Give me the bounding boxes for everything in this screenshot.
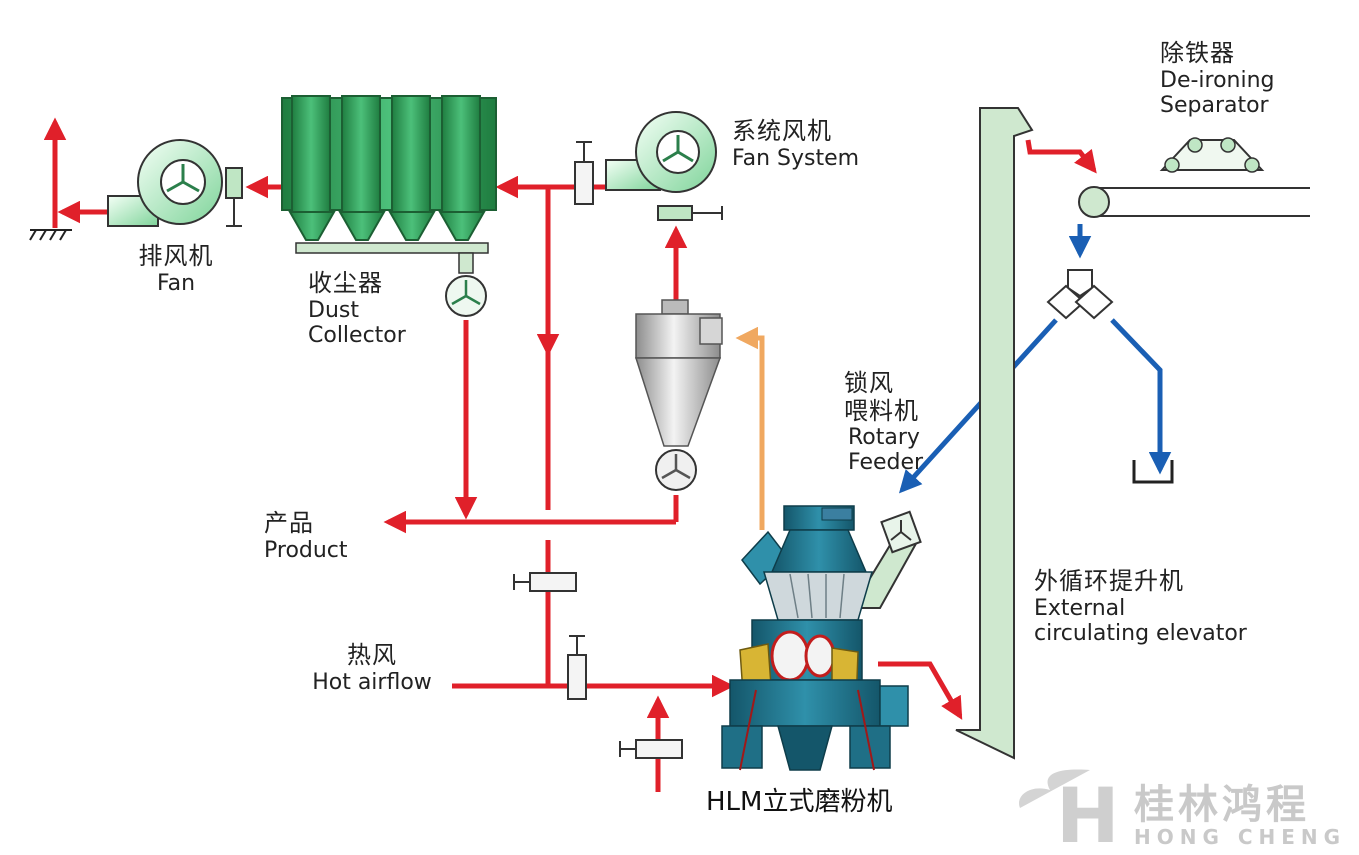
vertical-mill [721, 505, 909, 771]
valve-icons [513, 141, 683, 759]
deironing-label-en2: Separator [1160, 92, 1269, 118]
rotary-feeder [850, 510, 922, 609]
elevator-label: 外循环提升机 External circulating elevator [1034, 567, 1247, 646]
cyclone-separator [634, 299, 723, 491]
fan-system-label-en: Fan System [732, 145, 860, 171]
rotary-feeder-label-en2: Feeder [848, 450, 924, 476]
material-flow-lines [898, 224, 1172, 494]
dust-collector [281, 95, 497, 317]
rotary-feeder-label: 锁风 喂料机 Rotary Feeder [844, 369, 924, 476]
product-label-cn: 产品 [264, 509, 314, 537]
elevator-label-cn: 外循环提升机 [1034, 567, 1184, 595]
product-label: 产品 Product [264, 509, 348, 563]
dust-collector-label-cn: 收尘器 [308, 269, 383, 297]
ground-icon [29, 229, 72, 241]
dust-collector-label-en2: Collector [308, 322, 406, 348]
rotary-feeder-label-cn2: 喂料机 [844, 396, 919, 425]
hot-airflow-label-en: Hot airflow [312, 669, 432, 695]
external-elevator [955, 107, 1034, 760]
collection-bin-icon [1132, 460, 1174, 484]
deironing-label-cn: 除铁器 [1160, 39, 1235, 67]
product-label-en: Product [264, 537, 348, 563]
fan-system [605, 111, 723, 221]
elevator-label-en1: External [1034, 595, 1126, 621]
rotary-feeder-label-en1: Rotary [848, 425, 920, 451]
logo-letter: H [1056, 771, 1120, 855]
fan-system-label: 系统风机 Fan System [732, 117, 860, 171]
dust-collector-label-en1: Dust [308, 297, 359, 323]
fan-label: 排风机 Fan [128, 242, 224, 296]
deironing-label: 除铁器 De-ironing Separator [1160, 39, 1275, 118]
hot-airflow-label-cn: 热风 [347, 641, 397, 669]
dust-collector-label: 收尘器 Dust Collector [308, 269, 406, 348]
hong-cheng-logo: H [1019, 769, 1120, 855]
fan-label-cn: 排风机 [138, 242, 214, 270]
return-flow-line [735, 326, 765, 530]
fan-system-label-cn: 系统风机 [732, 117, 832, 145]
splitter-icon [1046, 269, 1114, 320]
elevator-label-en2: circulating elevator [1034, 620, 1247, 646]
rotary-feeder-label-cn1: 锁风 [844, 369, 894, 397]
conveyor-belt [1078, 186, 1310, 218]
hot-airflow-label: 热风 Hot airflow [302, 641, 442, 695]
logo-text-en: HONG CHENG [1134, 825, 1347, 849]
fan-label-en: Fan [156, 270, 196, 296]
deironing-label-en1: De-ironing [1160, 67, 1275, 93]
logo-text-cn: 桂林鸿程 [1134, 782, 1310, 828]
mill-title: HLM立式磨粉机 [706, 787, 893, 817]
deironing-separator-icon [1159, 137, 1265, 173]
exhaust-fan [107, 139, 243, 227]
